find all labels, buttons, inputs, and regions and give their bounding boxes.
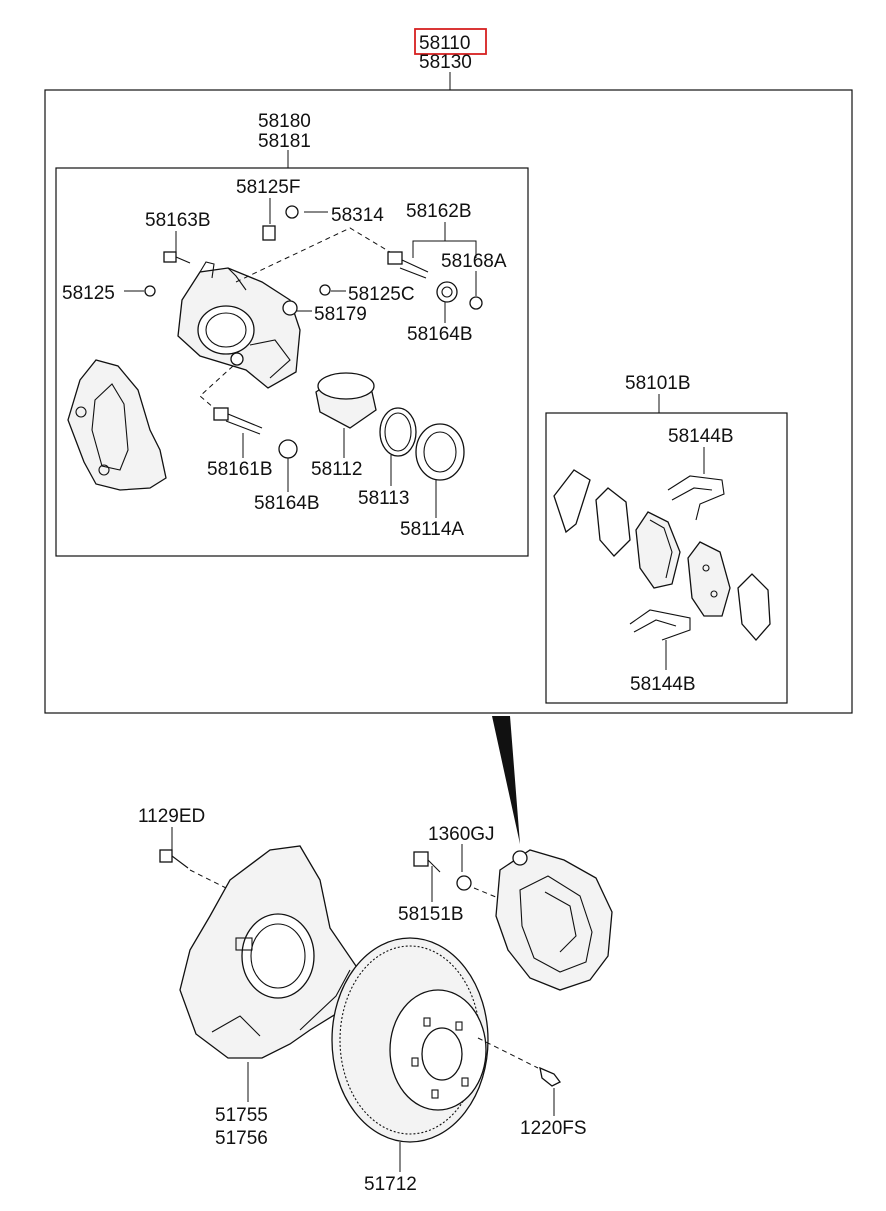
part-label-58144B-top[interactable]: 58144B — [668, 426, 734, 447]
bolt-1129ED-part[interactable] — [159, 849, 189, 869]
part-label-58125[interactable]: 58125 — [62, 283, 115, 304]
highlight-box-58110[interactable] — [414, 28, 487, 55]
part-label-58181[interactable]: 58181 — [258, 131, 311, 152]
part-label-51712[interactable]: 51712 — [364, 1174, 417, 1195]
part-label-51756[interactable]: 51756 — [215, 1128, 268, 1149]
assembly-pointer-arrow — [492, 716, 520, 844]
part-label-58179[interactable]: 58179 — [314, 304, 367, 325]
part-label-58151B[interactable]: 58151B — [398, 904, 464, 925]
cap-58125C-part[interactable] — [319, 284, 331, 296]
cap-58314-part[interactable] — [285, 205, 299, 219]
part-label-1360GJ[interactable]: 1360GJ — [428, 824, 495, 845]
boot-58164B-top-part[interactable] — [436, 281, 458, 303]
part-label-58168A[interactable]: 58168A — [441, 251, 507, 272]
guide-pin-58162B-part[interactable] — [387, 251, 429, 279]
caliper-bracket-part[interactable] — [67, 359, 167, 491]
part-label-58125F[interactable]: 58125F — [236, 177, 300, 198]
cap-58125-part[interactable] — [144, 285, 156, 297]
part-label-51755[interactable]: 51755 — [215, 1105, 268, 1126]
part-label-58101B[interactable]: 58101B — [625, 373, 691, 394]
assembly-line-upper — [235, 227, 391, 283]
washer-1360GJ-part[interactable] — [456, 875, 472, 891]
pad-clip-lower-part[interactable] — [629, 609, 691, 641]
caliper-assembly-part[interactable] — [495, 849, 613, 991]
part-label-58144B-bottom[interactable]: 58144B — [630, 674, 696, 695]
part-label-58112[interactable]: 58112 — [311, 459, 362, 480]
pad-kit-box — [545, 412, 788, 704]
assembly-line-lower — [199, 365, 234, 409]
piston-58112-part[interactable] — [315, 372, 377, 429]
caliper-body-part[interactable] — [177, 261, 301, 389]
bushing-58179-part[interactable] — [282, 300, 298, 316]
screw-1220FS-part[interactable] — [539, 1066, 561, 1087]
part-label-58113[interactable]: 58113 — [358, 488, 409, 509]
brake-pad-left-part[interactable] — [635, 511, 681, 589]
part-label-58164B-top[interactable]: 58164B — [407, 324, 473, 345]
part-label-58314[interactable]: 58314 — [331, 205, 384, 226]
boot-58168A-part[interactable] — [469, 296, 483, 310]
bolt-58163B-part[interactable] — [163, 251, 191, 264]
brake-pad-right-part[interactable] — [687, 541, 731, 617]
part-label-58110[interactable]: 58110 — [419, 33, 470, 54]
brake-pad-backing-right-part[interactable] — [737, 573, 771, 641]
caliper-assembly-box — [44, 89, 853, 714]
part-label-58162B[interactable]: 58162B — [406, 201, 472, 222]
part-label-58130[interactable]: 58130 — [419, 52, 472, 73]
boot-58164B-bottom-part[interactable] — [278, 439, 298, 459]
boot-58114A-part[interactable] — [415, 423, 465, 481]
bolt-58151B-part[interactable] — [413, 851, 441, 873]
assembly-line-1220FS — [477, 1037, 539, 1069]
guide-pin-58161B-part[interactable] — [213, 407, 263, 435]
part-label-58114A[interactable]: 58114A — [400, 519, 464, 540]
part-label-58125C[interactable]: 58125C — [348, 284, 415, 305]
shim-plate-part[interactable] — [553, 469, 591, 534]
assembly-line-1129ED — [189, 869, 227, 889]
seal-ring-58113-part[interactable] — [379, 407, 417, 457]
part-label-58180[interactable]: 58180 — [258, 111, 311, 132]
part-label-1129ED[interactable]: 1129ED — [138, 806, 205, 827]
part-label-58164B-bottom[interactable]: 58164B — [254, 493, 320, 514]
brake-disc-part[interactable] — [331, 937, 489, 1143]
part-label-58163B[interactable]: 58163B — [145, 210, 211, 231]
brake-pad-backing-left-part[interactable] — [595, 487, 631, 557]
dust-shield-part[interactable] — [179, 845, 357, 1059]
part-label-1220FS[interactable]: 1220FS — [520, 1118, 587, 1139]
pad-clip-upper-part[interactable] — [667, 475, 725, 521]
bleeder-58125F-part[interactable] — [262, 225, 276, 241]
part-label-58161B[interactable]: 58161B — [207, 459, 273, 480]
caliper-kit-box — [55, 167, 529, 557]
